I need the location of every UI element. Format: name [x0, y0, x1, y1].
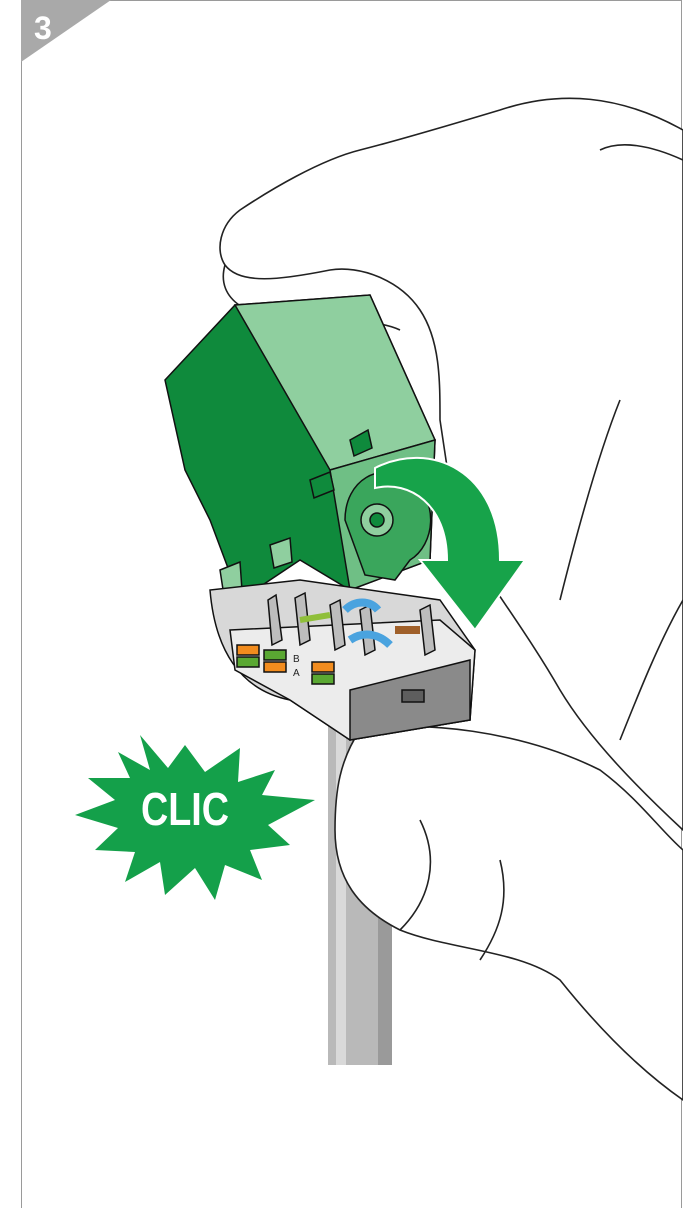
- green-cap: [165, 295, 435, 600]
- pair-label: B: [293, 654, 300, 665]
- pair-label: A: [293, 668, 300, 679]
- clic-label: CLIC: [132, 782, 239, 836]
- connector-module: [210, 580, 475, 740]
